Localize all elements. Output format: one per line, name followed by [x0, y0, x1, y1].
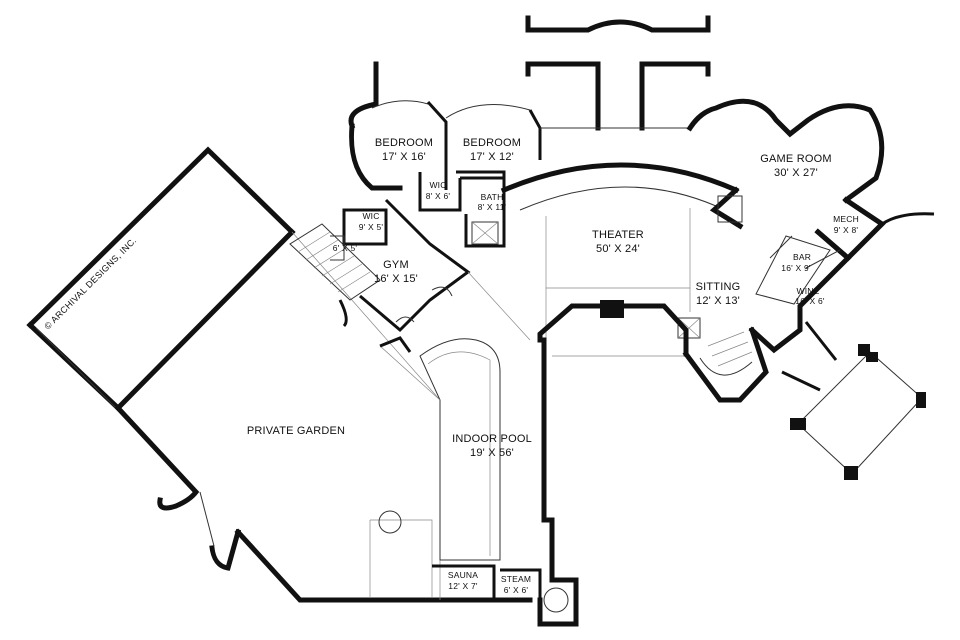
room-name-indoor-pool: INDOOR POOL [452, 433, 532, 445]
outdoor-pavilion [781, 321, 926, 480]
room-size-wic-2: 9' X 5' [359, 222, 384, 232]
room-name-sitting: SITTING [696, 281, 741, 293]
room-name-bath: BATH [481, 192, 504, 202]
entry-curved-wall [525, 15, 711, 131]
indoor-pool [379, 336, 501, 561]
gym [359, 198, 471, 333]
game-room [686, 98, 885, 230]
private-garden-walls [114, 231, 533, 603]
room-name-gym: GYM [383, 259, 409, 271]
central-corridor [537, 300, 689, 627]
room-name-mech: MECH [833, 214, 859, 224]
room-name-steam: STEAM [501, 574, 531, 584]
room-size-mech: 9' X 8' [834, 225, 859, 235]
room-size-wic-1: 8' X 6' [426, 191, 451, 201]
garage-block [26, 146, 296, 413]
room-name-game-room: GAME ROOM [760, 153, 831, 165]
room-size-wine: 16' X 6' [795, 296, 825, 306]
theater [467, 127, 740, 341]
room-size-sauna: 12' X 7' [448, 581, 478, 591]
room-name-wic-2: WIC [362, 211, 379, 221]
room-name-private-garden: PRIVATE GARDEN [247, 425, 345, 437]
room-size-sitting: 12' X 13' [696, 295, 740, 307]
sitting [677, 317, 769, 403]
room-name-theater: THEATER [592, 229, 644, 241]
bedroom-1 [348, 61, 448, 191]
sauna-steam [432, 564, 569, 613]
room-size-steam: 6' X 6' [504, 585, 529, 595]
room-name-wic-1: WIC [429, 180, 446, 190]
room-size-closet: 6' X 5' [333, 243, 358, 253]
room-size-bar: 16' X 9' [781, 263, 811, 273]
room-size-bedroom-1: 17' X 16' [382, 151, 426, 163]
copyright-text: © ARCHIVAL DESIGNS, INC. [42, 235, 138, 331]
room-name-bedroom-1: BEDROOM [375, 137, 433, 149]
room-name-bedroom-2: BEDROOM [463, 137, 521, 149]
room-size-bath: 8' X 11' [478, 202, 507, 212]
room-name-sauna: SAUNA [448, 570, 478, 580]
room-size-indoor-pool: 19' X 56' [470, 447, 514, 459]
wic-bath-cluster [330, 172, 506, 261]
room-size-gym: 16' X 15' [374, 273, 418, 285]
bar-wine [748, 228, 852, 354]
west-stair [289, 223, 381, 328]
room-size-game-room: 30' X 27' [774, 167, 818, 179]
room-name-wine: WINE [797, 286, 820, 296]
room-size-bedroom-2: 17' X 12' [470, 151, 514, 163]
room-name-bar: BAR [793, 252, 811, 262]
room-size-theater: 50' X 24' [596, 243, 640, 255]
